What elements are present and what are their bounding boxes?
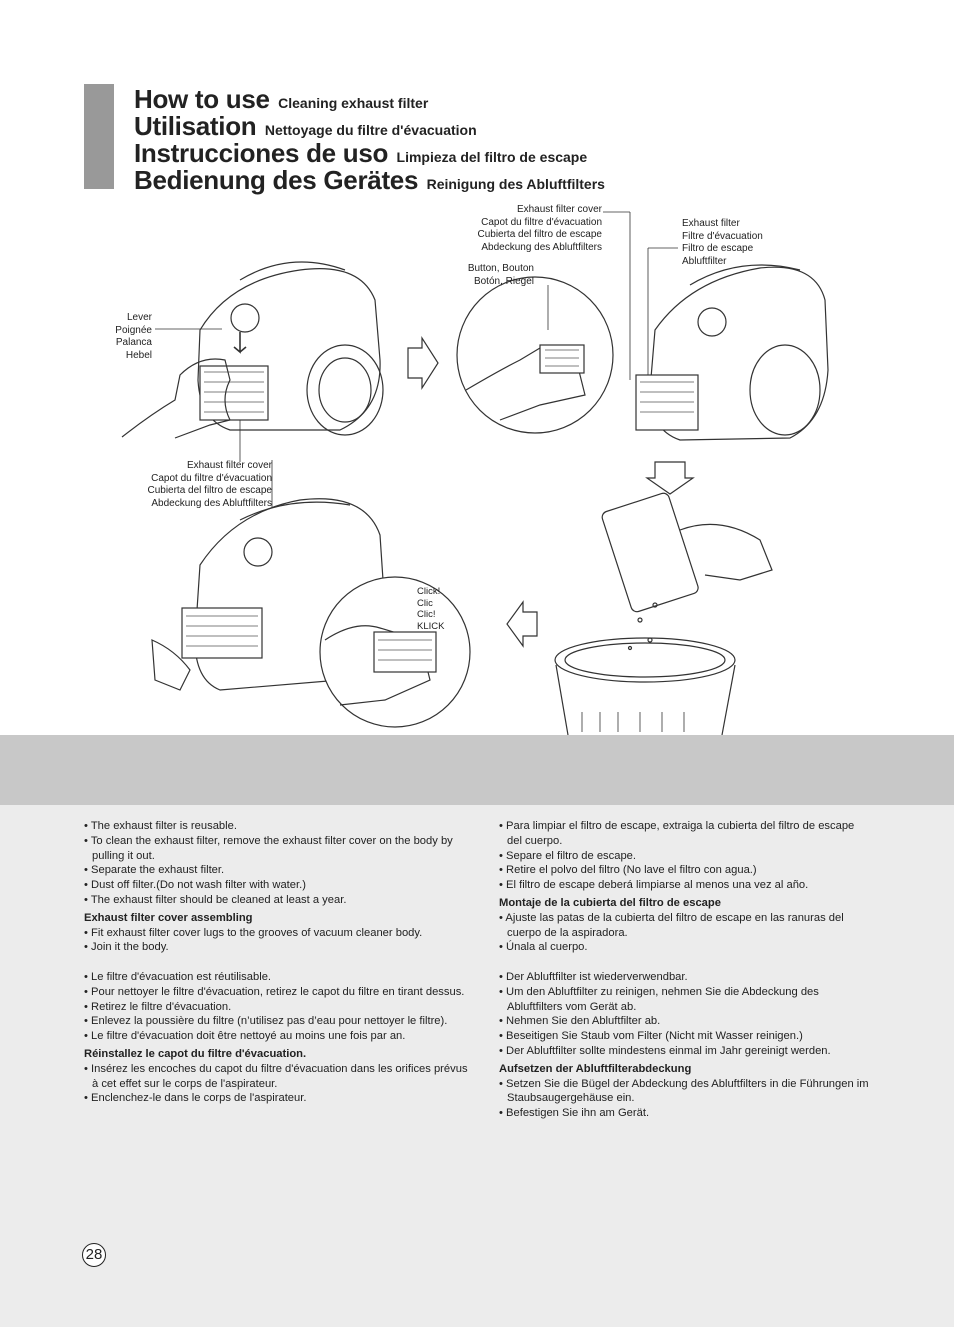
title-sub: Reinigung des Abluftfilters [426,176,605,192]
callout-line: Lever [126,312,152,323]
list-item: Nehmen Sie den Abluftfilter ab. [499,1014,869,1029]
instructions-fr: Le filtre d'évacuation est réutilisable.… [84,970,469,1106]
step2-closeup-illustration [456,276,614,434]
list-item: Join it the body. [84,940,469,955]
list-item: Befestigen Sie ihn am Gerät. [499,1106,869,1121]
title-row-en: How to use Cleaning exhaust filter [134,84,605,114]
callout-button: Button, Bouton Botón, Riegel [440,263,534,288]
section-heading: Exhaust filter cover assembling [84,911,253,924]
callout-line: Poignée [115,324,152,336]
callout-line: Capot du filtre d'évacuation [481,216,602,228]
instructions-es: Para limpiar el filtro de escape, extrai… [499,819,869,955]
instructions-de: Der Abluftfilter ist wiederverwendbar. U… [499,970,869,1121]
callout-click: Click! Clic Clic! KLICK [417,586,457,632]
illustration [121,211,829,735]
title-main: How to use [134,84,270,114]
callout-line: Abdeckung des Abluftfilters [481,241,602,253]
step3-dust-bin-illustration [554,492,773,735]
list-item: The exhaust filter should be cleaned at … [84,893,469,908]
callout-line: Button, Bouton [467,263,534,274]
section-heading: Montaje de la cubierta del filtro de esc… [499,896,721,909]
list-item: Dust off filter.(Do not wash filter with… [84,878,469,893]
step4-closeup-illustration [319,576,471,728]
step1-vacuum-illustration [121,261,384,439]
title-row-fr: Utilisation Nettoyage du filtre d'évacua… [134,111,605,141]
callout-line: Filtre d'évacuation [682,230,763,242]
section-tab [84,84,114,189]
title-main: Instrucciones de uso [134,138,389,168]
callout-line: Botón, Riegel [473,275,534,287]
section-band [0,735,954,805]
instructions-right-column: Para limpiar el filtro de escape, extrai… [499,819,869,1121]
list-item: Der Abluftfilter ist wiederverwendbar. [499,970,869,985]
list-item: Enclenchez-le dans le corps de l'aspirat… [84,1091,469,1106]
section-heading: Aufsetzen der Abluftfilterabdeckung [499,1062,692,1075]
title-sub: Nettoyage du filtre d'évacuation [264,122,477,138]
list-item: Setzen Sie die Bügel der Abdeckung des A… [499,1077,869,1107]
callout-line: Abdeckung des Abluftfilters [151,497,272,509]
callout-cover-bottom: Exhaust filter cover Capot du filtre d'é… [122,460,272,510]
list-item: Le filtre d'évacuation doit être nettoyé… [84,1029,469,1044]
arrow-down-icon [645,461,695,495]
list-item: Para limpiar el filtro de escape, extrai… [499,819,869,849]
list-item: Retire el polvo del filtro (No lave el f… [499,863,869,878]
list-item: Um den Abluftfilter zu reinigen, nehmen … [499,985,869,1015]
callout-line: Capot du filtre d'évacuation [151,472,272,484]
list-item: Pour nettoyer le filtre d'évacuation, re… [84,985,469,1000]
list-item: Insérez les encoches du capot du filtre … [84,1062,469,1092]
instructions-en: The exhaust filter is reusable. To clean… [84,819,469,955]
list-item: Ajuste las patas de la cubierta del filt… [499,911,869,941]
list-item: El filtro de escape deberá limpiarse al … [499,878,869,893]
callout-line: Exhaust filter [682,218,740,229]
callout-line: Hebel [125,349,152,361]
callout-line: Cubierta del filtro de escape [477,229,602,241]
list-item: Enlevez la poussière du filtre (n’utilis… [84,1014,469,1029]
list-item: Der Abluftfilter sollte mindestens einma… [499,1044,869,1059]
list-item: Fit exhaust filter cover lugs to the gro… [84,926,469,941]
list-item: Le filtre d'évacuation est réutilisable. [84,970,469,985]
arrow-right-icon [407,335,439,391]
list-item: Retirez le filtre d'évacuation. [84,1000,469,1015]
callout-line: Clic [417,597,433,609]
callout-line: Palanca [115,337,152,349]
page-number: 28 [82,1243,106,1267]
callout-line: Cubierta del filtro de escape [147,485,272,497]
list-item: Separe el filtro de escape. [499,849,869,864]
title-row-es: Instrucciones de uso Limpieza del filtro… [134,138,605,168]
title-main: Utilisation [134,111,257,141]
callout-line: Click! [417,586,441,597]
list-item: The exhaust filter is reusable. [84,819,469,834]
section-heading: Réinstallez le capot du filtre d'évacuat… [84,1047,307,1060]
title-sub: Limpieza del filtro de escape [396,149,588,165]
callout-line: Exhaust filter cover [186,460,272,471]
instructions-left-column: The exhaust filter is reusable. To clean… [84,819,469,1106]
step4-vacuum-illustration [151,498,386,691]
list-item: Beseitigen Sie Staub vom Filter (Nicht m… [499,1029,869,1044]
callout-line: Exhaust filter cover [516,204,602,215]
callout-lever: Lever Poignée Palanca Hebel [90,312,152,362]
list-item: Únala al cuerpo. [499,940,869,955]
callout-line: Filtro de escape [682,243,754,255]
page-title: How to use Cleaning exhaust filter Utili… [134,84,605,195]
title-row-de: Bedienung des Gerätes Reinigung des Ablu… [134,165,605,195]
callout-cover-top: Exhaust filter cover Capot du filtre d'é… [452,204,602,254]
list-item: Separate the exhaust filter. [84,863,469,878]
callout-line: Abluftfilter [682,255,727,267]
title-sub: Cleaning exhaust filter [278,95,429,111]
callout-line: Clic! [417,609,436,620]
callout-filter: Exhaust filter Filtre d'évacuation Filtr… [682,218,782,268]
list-item: To clean the exhaust filter, remove the … [84,834,469,864]
title-main: Bedienung des Gerätes [134,165,419,195]
step2-vacuum-illustration [635,264,829,441]
arrow-left-icon [506,600,538,648]
callout-line: KLICK [417,620,445,632]
